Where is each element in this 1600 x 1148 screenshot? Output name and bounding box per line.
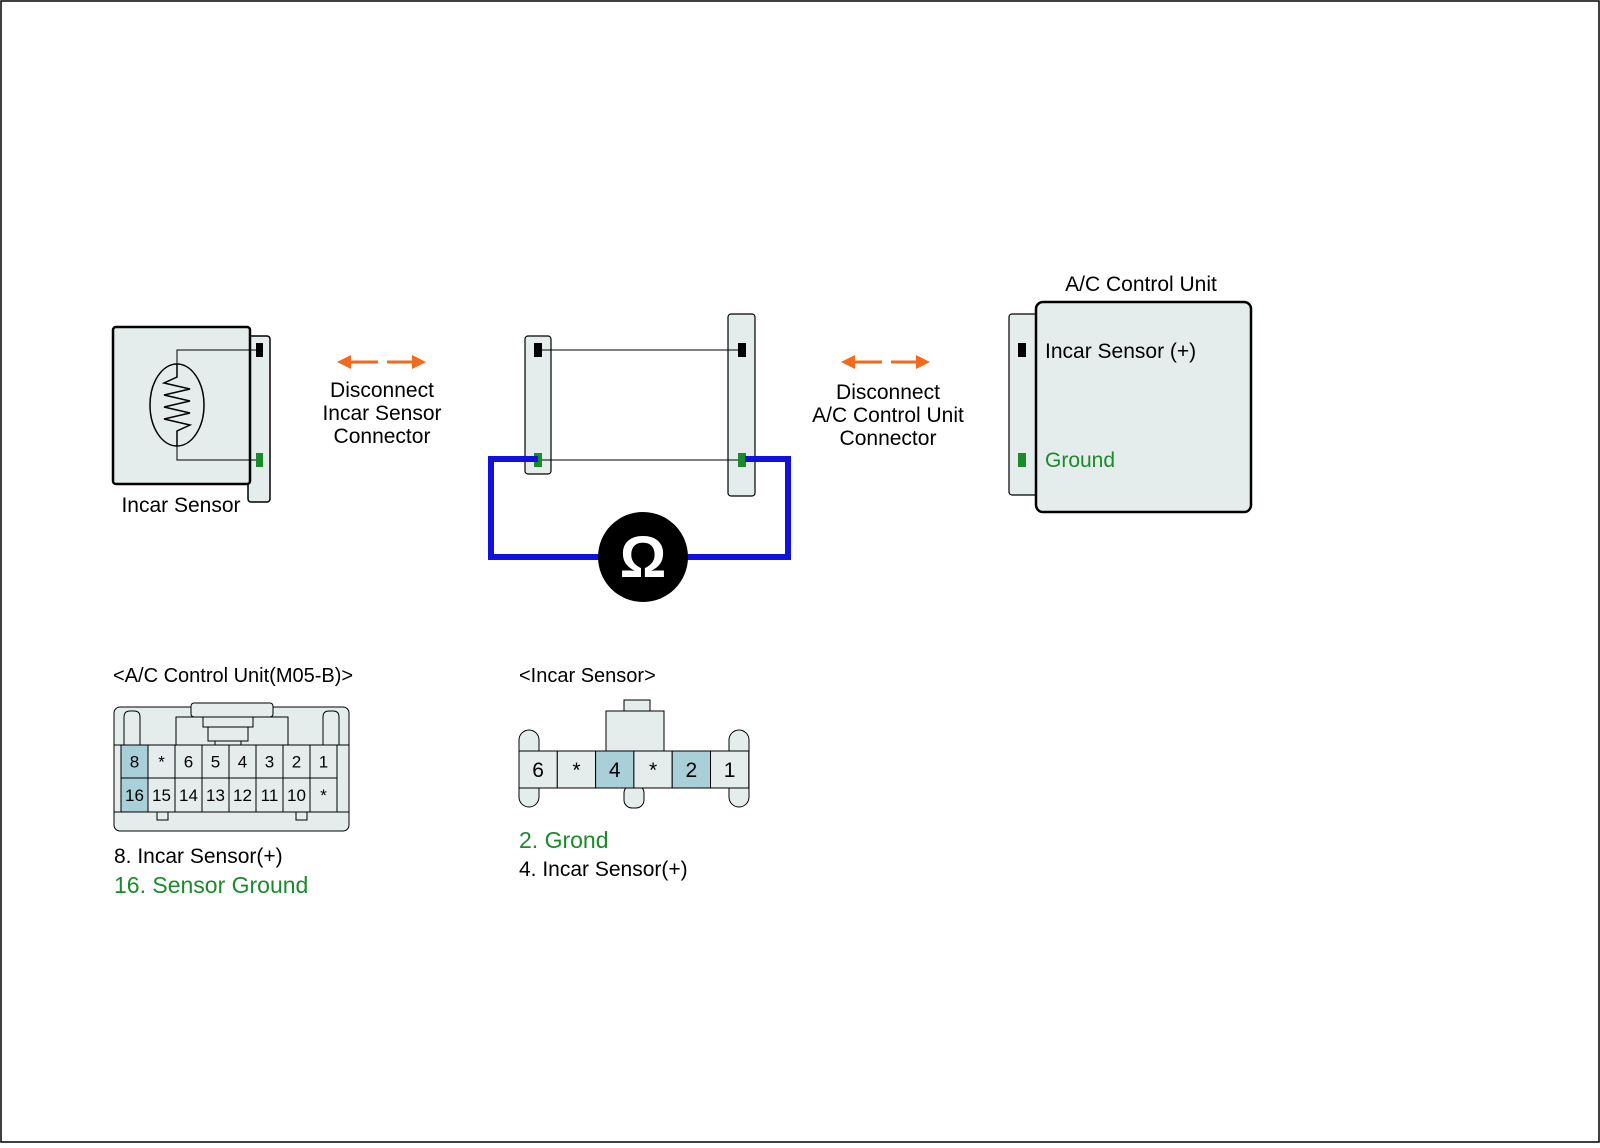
sensor-pin-4-cell xyxy=(595,750,635,789)
disconnect-acu-line2: A/C Control Unit xyxy=(812,404,964,427)
acu-pin-11-label: 11 xyxy=(261,786,279,805)
sensor-pin-1-label: 1 xyxy=(724,759,736,782)
harness-connector-right xyxy=(727,313,756,497)
harness-connector-left xyxy=(524,335,552,475)
sensor-pin-6-label: 6 xyxy=(532,759,544,782)
sensor-pin-plus xyxy=(256,343,263,357)
acu-pin-12-cell xyxy=(228,777,257,813)
acu-pin-13-cell xyxy=(201,777,230,813)
thermistor-icon xyxy=(161,364,193,446)
harness-under-test xyxy=(524,313,756,497)
acu-pin-16-label: 16 xyxy=(125,786,144,805)
ac-control-unit: A/C Control Unit Incar Sensor (+) Ground xyxy=(1008,273,1253,514)
acu-pin-10-label: 10 xyxy=(287,786,306,805)
sensor-connector-tab-top xyxy=(623,699,651,713)
acu-pin-5-cell xyxy=(201,744,230,779)
acu-pin-14-label: 14 xyxy=(179,786,198,805)
arrow-right-icon xyxy=(412,355,426,369)
arrow-left-icon xyxy=(337,355,351,369)
acu-pin-8-label: 8 xyxy=(130,753,139,772)
acu-body xyxy=(1034,300,1253,514)
acu-pin-6-label: 6 xyxy=(184,753,193,772)
ohmmeter-icon xyxy=(598,512,688,602)
ohm-symbol: Ω xyxy=(620,525,667,590)
arrow-left-icon xyxy=(841,355,855,369)
acu-pin-4-label: 4 xyxy=(238,753,247,772)
sensor-pin-blank-label: * xyxy=(649,759,657,782)
sensor-connector-lock xyxy=(605,710,665,752)
sensor-label: Incar Sensor xyxy=(121,494,240,517)
acu-title: A/C Control Unit xyxy=(1065,273,1217,296)
harness-pin-plus-left xyxy=(534,343,542,357)
acu-connector-guide-left xyxy=(123,710,141,745)
sensor-pin-2-label: 2 xyxy=(686,759,698,782)
sensor-note-pin2: 2. Grond xyxy=(519,827,609,853)
probe-lead-left xyxy=(488,456,600,560)
acu-pin-3-cell xyxy=(255,744,284,779)
ohmmeter-probe-circuit: Ω xyxy=(488,456,791,602)
harness-pin-ground-right xyxy=(738,453,746,467)
acu-pin-6-cell xyxy=(174,744,203,779)
sensor-connector-face: <Incar Sensor> 6 * 4 * 2 1 2. Grond 4. Incar … xyxy=(518,665,750,881)
acu-pin-3-label: 3 xyxy=(265,753,274,772)
harness-pin-plus-right xyxy=(738,343,746,357)
acu-pin-blank-cell xyxy=(309,777,338,813)
disconnect-sensor-line2: Incar Sensor xyxy=(322,402,441,425)
sensor-pin-row: 6 * 4 * 2 1 xyxy=(518,750,750,789)
acu-connector-title: <A/C Control Unit(M05-B)> xyxy=(113,665,353,687)
disconnect-sensor-callout: Disconnect Incar Sensor Connector xyxy=(322,355,442,448)
acu-pin-blank-label: * xyxy=(158,753,165,772)
acu-connector-housing xyxy=(1008,313,1040,496)
acu-connector-key-slot xyxy=(207,726,249,742)
sensor-pin-6-cell xyxy=(518,750,558,789)
sensor-connector-title: <Incar Sensor> xyxy=(519,665,656,687)
disconnect-sensor-line1: Disconnect xyxy=(330,379,434,402)
sensor-pin-1-cell xyxy=(710,750,750,789)
sensor-pin-blank-label: * xyxy=(572,759,580,782)
acu-pin-12-label: 12 xyxy=(233,786,252,805)
arrow-right-icon xyxy=(916,355,930,369)
acu-pin-ground-label: Ground xyxy=(1045,449,1115,472)
acu-pin-15-label: 15 xyxy=(152,786,171,805)
acu-pin-13-label: 13 xyxy=(206,786,225,805)
sensor-note-pin4: 4. Incar Sensor(+) xyxy=(519,858,688,881)
acu-connector-foot-right xyxy=(295,811,308,821)
acu-pin-1-label: 1 xyxy=(319,753,328,772)
acu-pin-2-label: 2 xyxy=(292,753,301,772)
sensor-wire-plus xyxy=(176,349,257,364)
acu-pin-plus-label: Incar Sensor (+) xyxy=(1045,340,1196,363)
sensor-pin-4-label: 4 xyxy=(609,759,621,782)
sensor-pin-blank-cell xyxy=(633,750,673,789)
acu-connector-foot-left xyxy=(156,811,169,821)
sensor-connector-housing xyxy=(247,335,271,503)
disconnect-acu-callout: Disconnect A/C Control Unit Connector xyxy=(812,355,964,450)
sensor-pin-2-cell xyxy=(671,750,712,789)
acu-pin-1-cell xyxy=(309,744,338,779)
acu-note-pin8: 8. Incar Sensor(+) xyxy=(114,845,283,868)
acu-pin-blank-label: * xyxy=(320,786,327,805)
sensor-wire-ground xyxy=(176,446,257,461)
disconnect-sensor-line3: Connector xyxy=(334,425,431,448)
acu-pin-16-cell xyxy=(120,777,149,813)
acu-pin-ground xyxy=(1018,453,1026,467)
acu-connector-latch xyxy=(190,702,274,718)
acu-pin-5-label: 5 xyxy=(211,753,220,772)
incar-sensor-unit: Incar Sensor xyxy=(111,325,271,517)
disconnect-acu-line3: Connector xyxy=(840,427,937,450)
probe-lead-right xyxy=(686,456,791,560)
acu-note-pin16: 16. Sensor Ground xyxy=(114,872,308,898)
disconnect-acu-line1: Disconnect xyxy=(836,381,940,404)
sensor-pin-ground xyxy=(256,453,263,467)
acu-connector-guide-right xyxy=(322,710,340,745)
acu-pin-plus xyxy=(1018,343,1026,357)
